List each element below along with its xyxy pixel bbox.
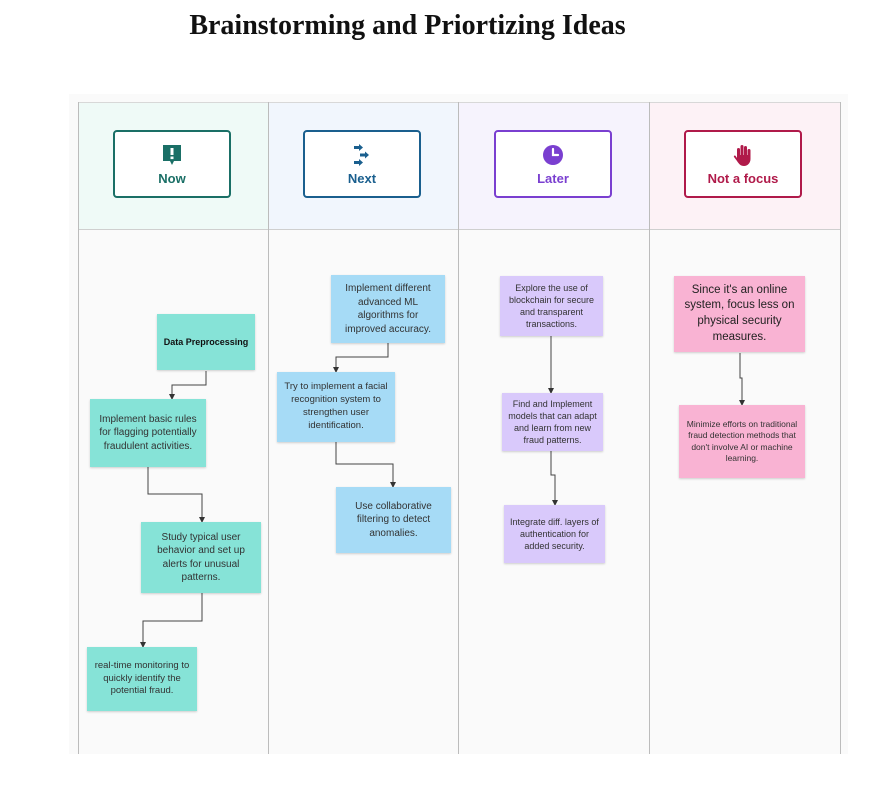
exclamation-icon (163, 144, 181, 165)
header-next-label: Next (347, 170, 377, 186)
board-top-border (78, 102, 841, 103)
note-advanced-ml[interactable]: Implement different advanced ML algorith… (331, 275, 445, 343)
note-collaborative-filtering[interactable]: Use collaborative filtering to detect an… (336, 487, 451, 553)
header-later[interactable]: Later (494, 130, 612, 198)
column-divider (458, 102, 459, 754)
column-divider (840, 102, 841, 754)
note-basic-rules[interactable]: Implement basic rules for flagging poten… (90, 399, 206, 467)
arrows-icon (354, 143, 369, 166)
hand-icon (733, 144, 751, 166)
header-now-label: Now (158, 170, 186, 186)
header-not-a-focus-label: Not a focus (707, 170, 779, 186)
note-user-behavior[interactable]: Study typical user behavior and set up a… (141, 522, 261, 593)
note-physical-security[interactable]: Since it's an online system, focus less … (674, 276, 805, 352)
header-later-label: Later (537, 170, 569, 186)
column-divider (78, 102, 79, 754)
note-traditional-methods[interactable]: Minimize efforts on traditional fraud de… (679, 405, 805, 478)
page-title: Brainstorming and Priortizing Ideas (189, 10, 626, 41)
column-divider (649, 102, 650, 754)
note-adaptive-models[interactable]: Find and Implement models that can adapt… (502, 393, 603, 451)
note-realtime-monitoring[interactable]: real-time monitoring to quickly identify… (87, 647, 197, 711)
note-blockchain[interactable]: Explore the use of blockchain for secure… (500, 276, 603, 336)
header-now[interactable]: Now (113, 130, 231, 198)
note-data-preprocessing[interactable]: Data Preprocessing (157, 314, 255, 370)
clock-icon (543, 144, 563, 165)
column-divider (268, 102, 269, 754)
note-authentication-layers[interactable]: Integrate diff. layers of authentication… (504, 505, 605, 563)
header-next[interactable]: Next (303, 130, 421, 198)
note-facial-recognition[interactable]: Try to implement a facial recognition sy… (277, 372, 395, 442)
header-not-a-focus[interactable]: Not a focus (684, 130, 802, 198)
